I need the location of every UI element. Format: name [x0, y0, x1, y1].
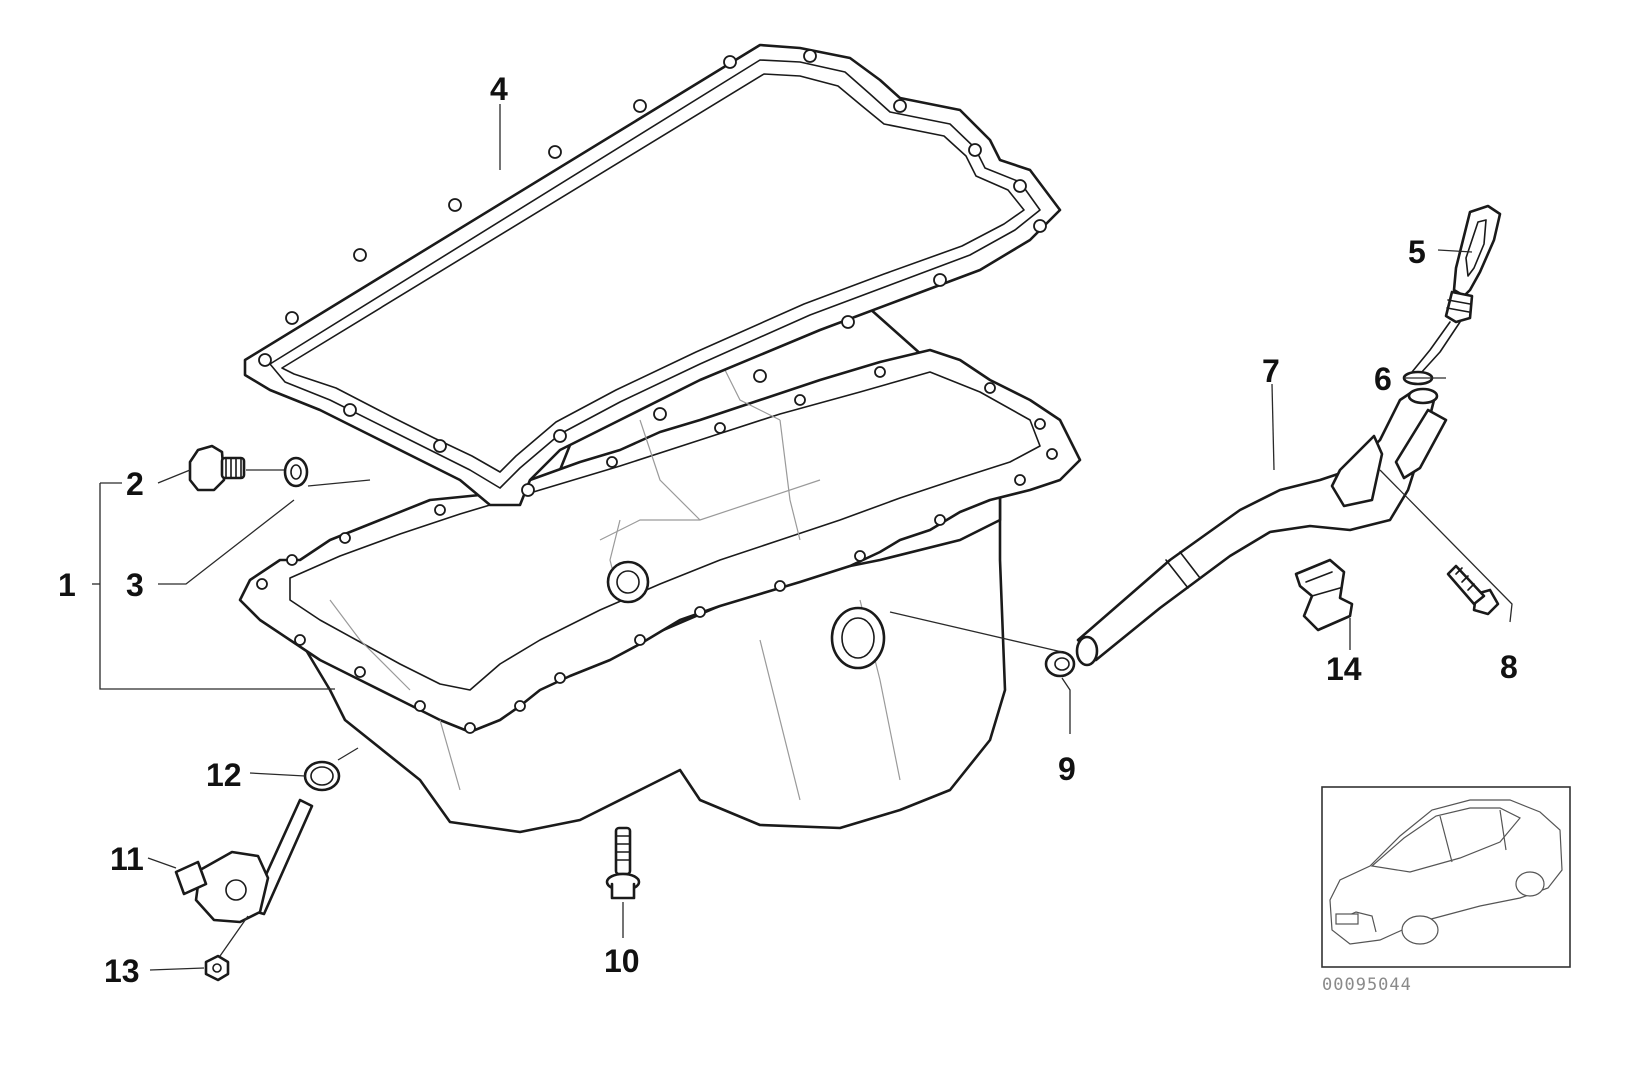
- oil-pan-gasket[interactable]: [243, 43, 1062, 507]
- bracket-bolt[interactable]: [1446, 564, 1500, 616]
- leader-lines: [92, 104, 1513, 971]
- car-outline-icon: [1329, 799, 1563, 945]
- callout-9: 9: [1058, 751, 1076, 787]
- callout-13: 13: [104, 953, 140, 989]
- callout-10: 10: [604, 943, 640, 979]
- callout-4: 4: [490, 71, 508, 107]
- callout-1: 1: [58, 567, 76, 603]
- sensor-o-ring[interactable]: [303, 760, 341, 792]
- dipstick-guide-tube[interactable]: [1075, 387, 1448, 667]
- drain-plug[interactable]: [188, 444, 246, 492]
- vehicle-thumbnail: 00095044: [1321, 786, 1571, 995]
- callout-2: 2: [126, 466, 144, 502]
- tube-seal-ring[interactable]: [1044, 650, 1076, 678]
- sensor-nut[interactable]: [204, 954, 230, 982]
- callout-labels: 1 2 3 4 5 6 7 8 9 10 11 12 13 14: [58, 71, 1518, 989]
- drain-plug-washer[interactable]: [283, 456, 309, 488]
- catalog-code: 00095044: [1322, 975, 1412, 995]
- callout-11: 11: [110, 841, 144, 877]
- oil-pan[interactable]: [238, 288, 1082, 834]
- callout-3: 3: [126, 567, 144, 603]
- callout-5: 5: [1408, 234, 1426, 270]
- callout-8: 8: [1500, 649, 1518, 685]
- oil-dipstick[interactable]: [1411, 204, 1502, 375]
- callout-14: 14: [1326, 651, 1362, 687]
- oil-level-sensor[interactable]: [174, 798, 314, 924]
- oil-pan-bolt[interactable]: [605, 826, 641, 900]
- callout-6: 6: [1374, 361, 1392, 397]
- tube-clip[interactable]: [1294, 558, 1354, 632]
- callout-12: 12: [206, 757, 242, 793]
- callout-7: 7: [1262, 353, 1280, 389]
